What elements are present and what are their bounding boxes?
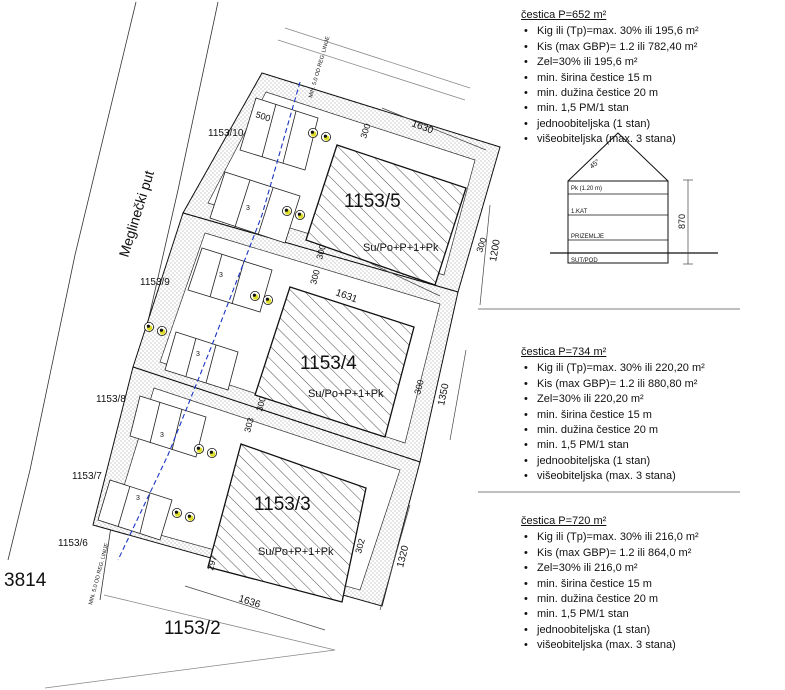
parcel-label-1153-6: 1153/6 [58, 538, 88, 549]
list-item: min. dužina čestice 20 m [524, 423, 777, 439]
parking-number: 3 [160, 432, 164, 439]
list-item: Kis (max GBP)= 1.2 ili 782,40 m² [524, 40, 777, 56]
parcel-label-1153-5: 1153/5 [344, 191, 401, 212]
list-item: jednoobiteljska (1 stan) [524, 454, 777, 470]
list-item: višeobiteljska (max. 3 stana) [524, 132, 777, 148]
dim-300: 300 [314, 243, 328, 260]
parking-number: 3 [246, 205, 250, 212]
dim-300: 300 [412, 378, 426, 395]
dim-1200: 1200 [488, 238, 503, 262]
building-1153-3 [207, 443, 367, 603]
parcel-label-1153-4: 1153/4 [300, 353, 357, 374]
info-list: Kig ili (Tp)=max. 30% ili 220,20 m² Kis … [507, 361, 777, 485]
list-item: min. širina čestice 15 m [524, 408, 777, 424]
dim-300: 300 [254, 395, 268, 412]
parcel-label-1153-7: 1153/7 [72, 471, 102, 482]
section-prizemlje-label: PRIZEMLJE [571, 234, 604, 240]
parcel-label-1153-2: 1153/2 [164, 618, 221, 639]
info-list: Kig ili (Tp)=max. 30% ili 216,0 m² Kis (… [507, 530, 777, 654]
section-height-label: 870 [677, 214, 687, 229]
list-item: višeobiteljska (max. 3 stana) [524, 469, 777, 485]
list-item: min. širina čestice 15 m [524, 71, 777, 87]
info-title: čestica P=720 m² [521, 515, 607, 527]
floors-label-1153-5: Su/Po+P+1+Pk [363, 242, 439, 254]
dim-1636: 1636 [237, 593, 262, 610]
section-pk-label: Pk (1.20 m) [571, 186, 602, 192]
dim-500: 500 [254, 109, 271, 123]
info-list: Kig ili (Tp)=max. 30% ili 195,6 m² Kis (… [507, 24, 777, 148]
section-body [567, 180, 669, 264]
parcel-label-1153-8: 1153/8 [96, 394, 126, 405]
list-item: min. dužina čestice 20 m [524, 592, 777, 608]
building-section [550, 132, 718, 265]
list-item: višeobiteljska (max. 3 stana) [524, 638, 777, 654]
parcel-label-1153-3: 1153/3 [254, 494, 311, 515]
dim-303: 303 [242, 416, 256, 433]
building-1153-4 [254, 286, 415, 438]
dim-300: 300 [308, 268, 322, 285]
list-item: min. 1,5 PM/1 stan [524, 438, 777, 454]
parcel-label-1153-10: 1153/10 [208, 128, 244, 139]
list-item: Kig ili (Tp)=max. 30% ili 195,6 m² [524, 24, 777, 40]
regulation-line [117, 81, 301, 561]
road-name: Meglinečki put [116, 169, 157, 259]
dim-1350: 1350 [436, 382, 451, 406]
list-item: Zel=30% ili 195,6 m² [524, 55, 777, 71]
offset-label-top: MIN. 5.0 OD REG. LINIJE [308, 35, 331, 98]
parcel-label-3814: 3814 [4, 570, 47, 591]
section-sut-label: SUT/POD [571, 258, 598, 264]
list-item: jednoobiteljska (1 stan) [524, 117, 777, 133]
building-1153-5 [305, 144, 467, 286]
info-title: čestica P=734 m² [521, 346, 607, 358]
dim-1320: 1320 [395, 544, 411, 569]
section-kat-label: 1.KAT [571, 209, 588, 215]
dim-297: 297 [205, 554, 219, 571]
dimension-lines [184, 107, 491, 631]
parking-number: 3 [219, 272, 223, 279]
parking-number: 3 [136, 495, 140, 502]
list-item: Kig ili (Tp)=max. 30% ili 216,0 m² [524, 530, 777, 546]
info-block-652: čestica P=652 m² Kig ili (Tp)=max. 30% i… [507, 8, 777, 148]
list-item: Kis (max GBP)= 1.2 ili 864,0 m² [524, 546, 777, 562]
parcel-label-1153-9: 1153/9 [140, 277, 170, 288]
info-title: čestica P=652 m² [521, 9, 607, 21]
dim-300: 300 [358, 122, 372, 139]
info-block-734: čestica P=734 m² Kig ili (Tp)=max. 30% i… [507, 345, 777, 485]
list-item: min. 1,5 PM/1 stan [524, 101, 777, 117]
list-item: Kis (max GBP)= 1.2 ili 880,80 m² [524, 377, 777, 393]
list-item: Zel=30% ili 216,0 m² [524, 561, 777, 577]
parking-number: 3 [196, 351, 200, 358]
separator-lines [478, 308, 740, 493]
list-item: min. širina čestice 15 m [524, 577, 777, 593]
list-item: min. dužina čestice 20 m [524, 86, 777, 102]
floors-label-1153-3: Su/Po+P+1+Pk [258, 546, 334, 558]
list-item: min. 1,5 PM/1 stan [524, 607, 777, 623]
list-item: jednoobiteljska (1 stan) [524, 623, 777, 639]
info-block-720: čestica P=720 m² Kig ili (Tp)=max. 30% i… [507, 514, 777, 654]
parking-areas [97, 97, 319, 541]
dim-302: 302 [353, 537, 367, 554]
list-item: Zel=30% ili 220,20 m² [524, 392, 777, 408]
floors-label-1153-4: Su/Po+P+1+Pk [308, 388, 384, 400]
list-item: Kig ili (Tp)=max. 30% ili 220,20 m² [524, 361, 777, 377]
dim-300: 300 [474, 236, 488, 253]
